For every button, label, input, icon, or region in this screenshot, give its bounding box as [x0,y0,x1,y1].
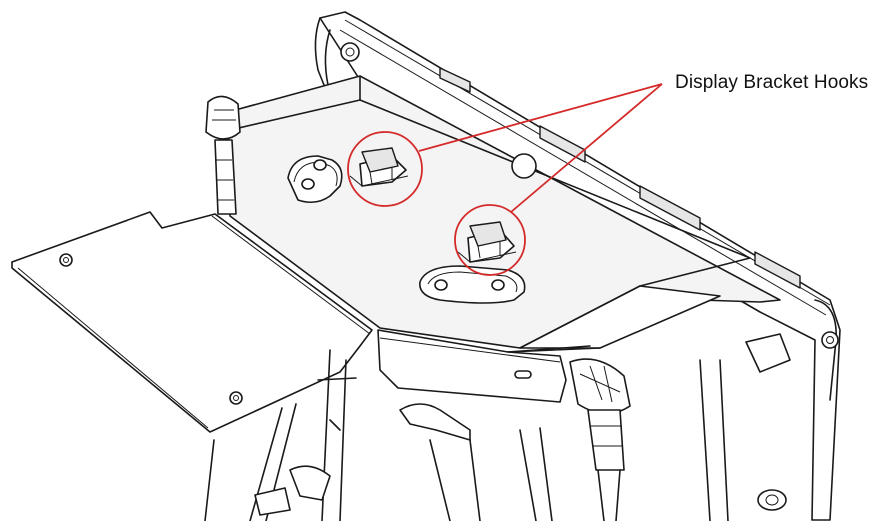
hinge-tabs [439,67,801,289]
front-bracket [377,329,591,403]
callout-circle-upper [347,131,423,207]
left-flap-panel [11,211,373,433]
front-right-knob [569,358,631,521]
callout-circle-lower [454,204,526,276]
slotted-pad-lower [419,265,526,304]
slotted-pad-upper [287,155,343,204]
leader-line-lower [510,83,663,213]
lower-frame [204,333,791,521]
bracket-hook-upper [349,147,409,187]
leader-line-upper [418,83,663,152]
callout-label: Display Bracket Hooks [675,72,869,93]
callout-annotation [347,83,663,276]
left-post [205,95,241,215]
rear-frame [314,11,841,521]
bracket-hook-lower [457,221,517,263]
